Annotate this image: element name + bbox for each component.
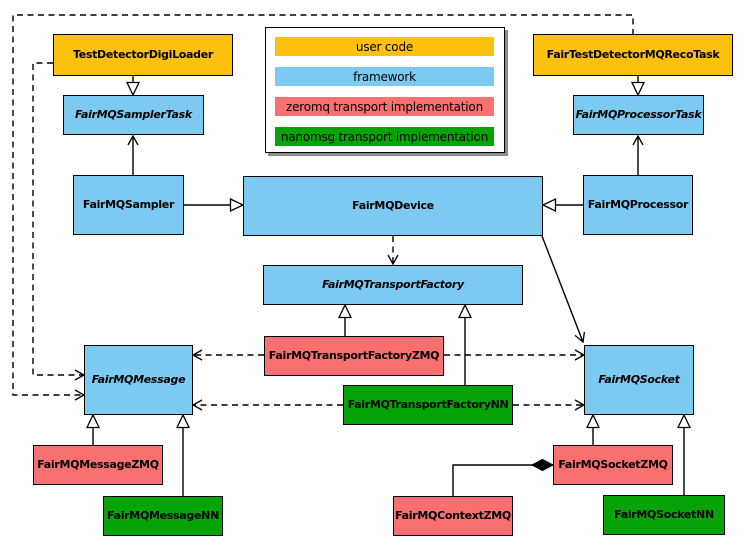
class-box-fairmq-transport-factory-nn: FairMQTransportFactoryNN [343, 385, 513, 425]
class-box-fairmq-message-nn: FairMQMessageNN [103, 496, 223, 536]
class-box-fairmq-socket-zmq: FairMQSocketZMQ [553, 445, 673, 485]
legend-item-user-code: user code [275, 37, 494, 56]
edge-device-socket-association [541, 235, 586, 344]
class-box-test-detector-digi-loader: TestDetectorDigiLoader [53, 34, 233, 76]
class-box-fair-test-detector-mq-reco-task: FairTestDetectorMQRecoTask [533, 34, 733, 76]
class-box-fairmq-processor-task: FairMQProcessorTask [573, 95, 704, 135]
legend-item-framework: framework [275, 67, 494, 86]
class-box-fairmq-message-zmq: FairMQMessageZMQ [33, 445, 163, 485]
class-box-fairmq-context-zmq: FairMQContextZMQ [393, 496, 513, 536]
class-box-fairmq-transport-factory: FairMQTransportFactory [263, 265, 523, 305]
edge-digiloader-message-dependency [32, 62, 86, 381]
edge-recotask-message-dependency [12, 14, 634, 401]
legend-box: user code framework zeromq transport imp… [265, 27, 505, 153]
class-box-fairmq-socket: FairMQSocket [584, 345, 694, 415]
legend-item-nanomsg: nanomsg transport implementation [275, 127, 494, 146]
edge-contextzmq-socketzmq-composition [452, 458, 555, 496]
class-box-fairmq-transport-factory-zmq: FairMQTransportFactoryZMQ [264, 336, 444, 376]
class-box-fairmq-message: FairMQMessage [84, 345, 193, 415]
class-box-fairmq-processor: FairMQProcessor [583, 175, 693, 235]
class-box-fairmq-socket-nn: FairMQSocketNN [603, 495, 725, 535]
class-box-fairmq-sampler-task: FairMQSamplerTask [63, 95, 204, 135]
class-box-fairmq-device: FairMQDevice [243, 176, 543, 236]
class-box-fairmq-sampler: FairMQSampler [73, 175, 184, 235]
legend-item-zeromq: zeromq transport implementation [275, 97, 494, 116]
